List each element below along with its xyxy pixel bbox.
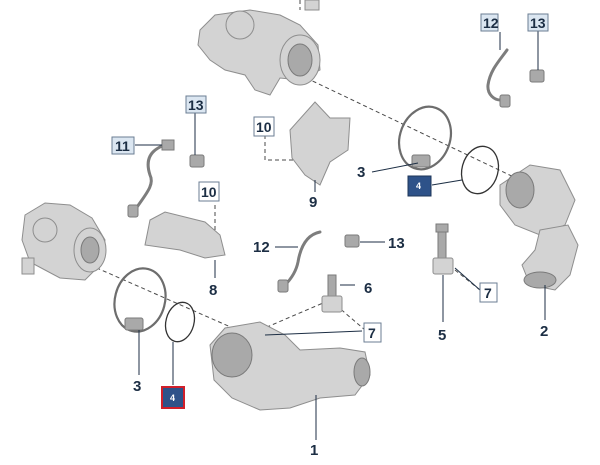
sensor-13-left-connector [189,154,205,168]
leader-lines [135,30,546,440]
callout-6: 6 [364,280,372,297]
catalytic-converter-2 [499,164,579,291]
callout-3-left: 3 [133,378,141,395]
callout-12-top-box: 12 [483,15,499,31]
catalytic-converter-1 [209,321,371,411]
gasket-4-right [460,145,500,195]
callout-2: 2 [540,323,548,340]
callout-13-left: 13 [188,97,204,113]
sensor-12-top-wire [486,48,511,108]
pressure-sensor-5 [432,223,454,275]
heat-shield-8 [144,211,226,259]
callout-5: 5 [438,327,446,344]
callout-10-left: 10 [201,184,217,200]
callout-1: 1 [310,442,318,459]
sensor-12-bottom-wire [277,230,322,293]
pressure-sensor-6 [321,274,343,313]
callout-10-top: 10 [256,119,272,135]
turbocharger-left [21,202,107,281]
callout-11: 11 [115,138,130,154]
sensor-13-top-connector [529,69,545,83]
gasket-4-left [164,301,196,343]
callout-13-top: 13 [530,15,546,31]
heat-shield-9 [289,101,351,186]
callout-7-center: 7 [368,325,376,341]
callout-4-right: 4 [416,181,421,191]
callout-labels: 1 2 3 3 5 6 8 9 12 12 13 12 13 13 11 10 … [111,13,549,459]
callout-4-left-highlighted: 4 [170,393,175,403]
callout-7-right: 7 [484,285,492,301]
clamp-3-right [397,105,453,171]
callout-8: 8 [209,282,217,299]
callout-9: 9 [309,194,317,211]
callout-3-right: 3 [357,164,365,181]
clamp-3-left [113,267,167,333]
callout-12-bottom: 12 [253,239,270,256]
sensor-11-wire [127,139,175,218]
sensor-13-bottom-connector [344,234,360,248]
callout-13-bottom: 13 [388,235,405,252]
turbocharger-top [197,0,321,96]
